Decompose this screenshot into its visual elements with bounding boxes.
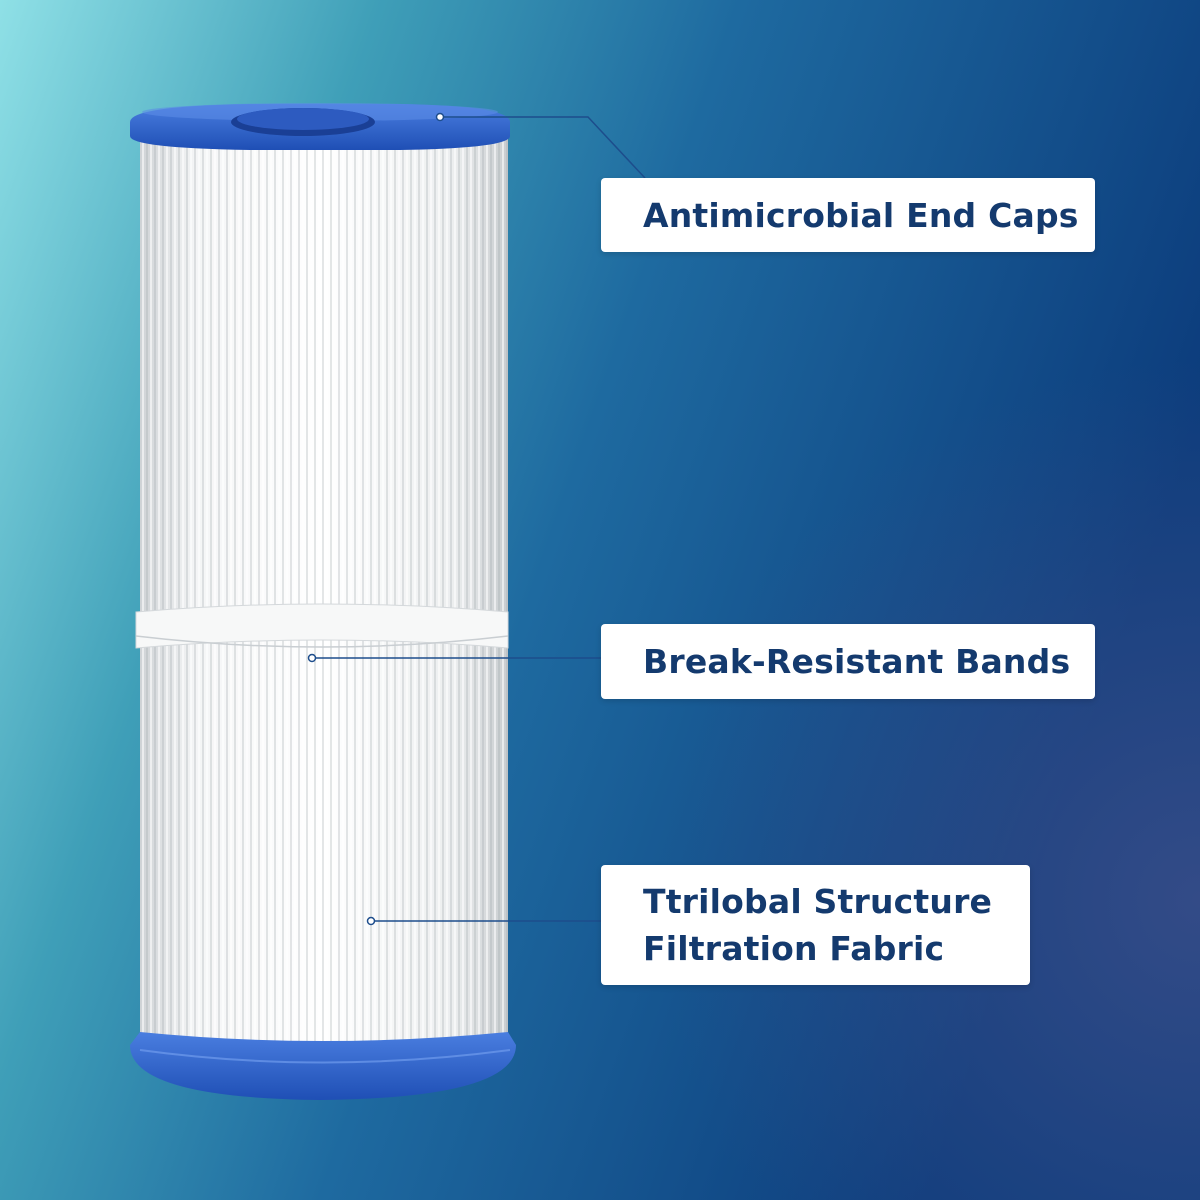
callout-fabric-text-line1: Ttrilobal Structure [643, 882, 993, 921]
callout-end-caps: Antimicrobial End Caps [601, 178, 1095, 252]
filter-cartridge [130, 103, 516, 1100]
callout-anchor-dots [307, 112, 445, 926]
callout-bands: Break-Resistant Bands [601, 624, 1095, 699]
callout-fabric-text-line2: Filtration Fabric [643, 929, 945, 968]
callout-bands-text: Break-Resistant Bands [643, 642, 1071, 681]
callout-fabric: Ttrilobal Structure Filtration Fabric [601, 865, 1030, 985]
callout-end-caps-text: Antimicrobial End Caps [643, 195, 1079, 235]
callout-connectors [312, 116, 646, 922]
